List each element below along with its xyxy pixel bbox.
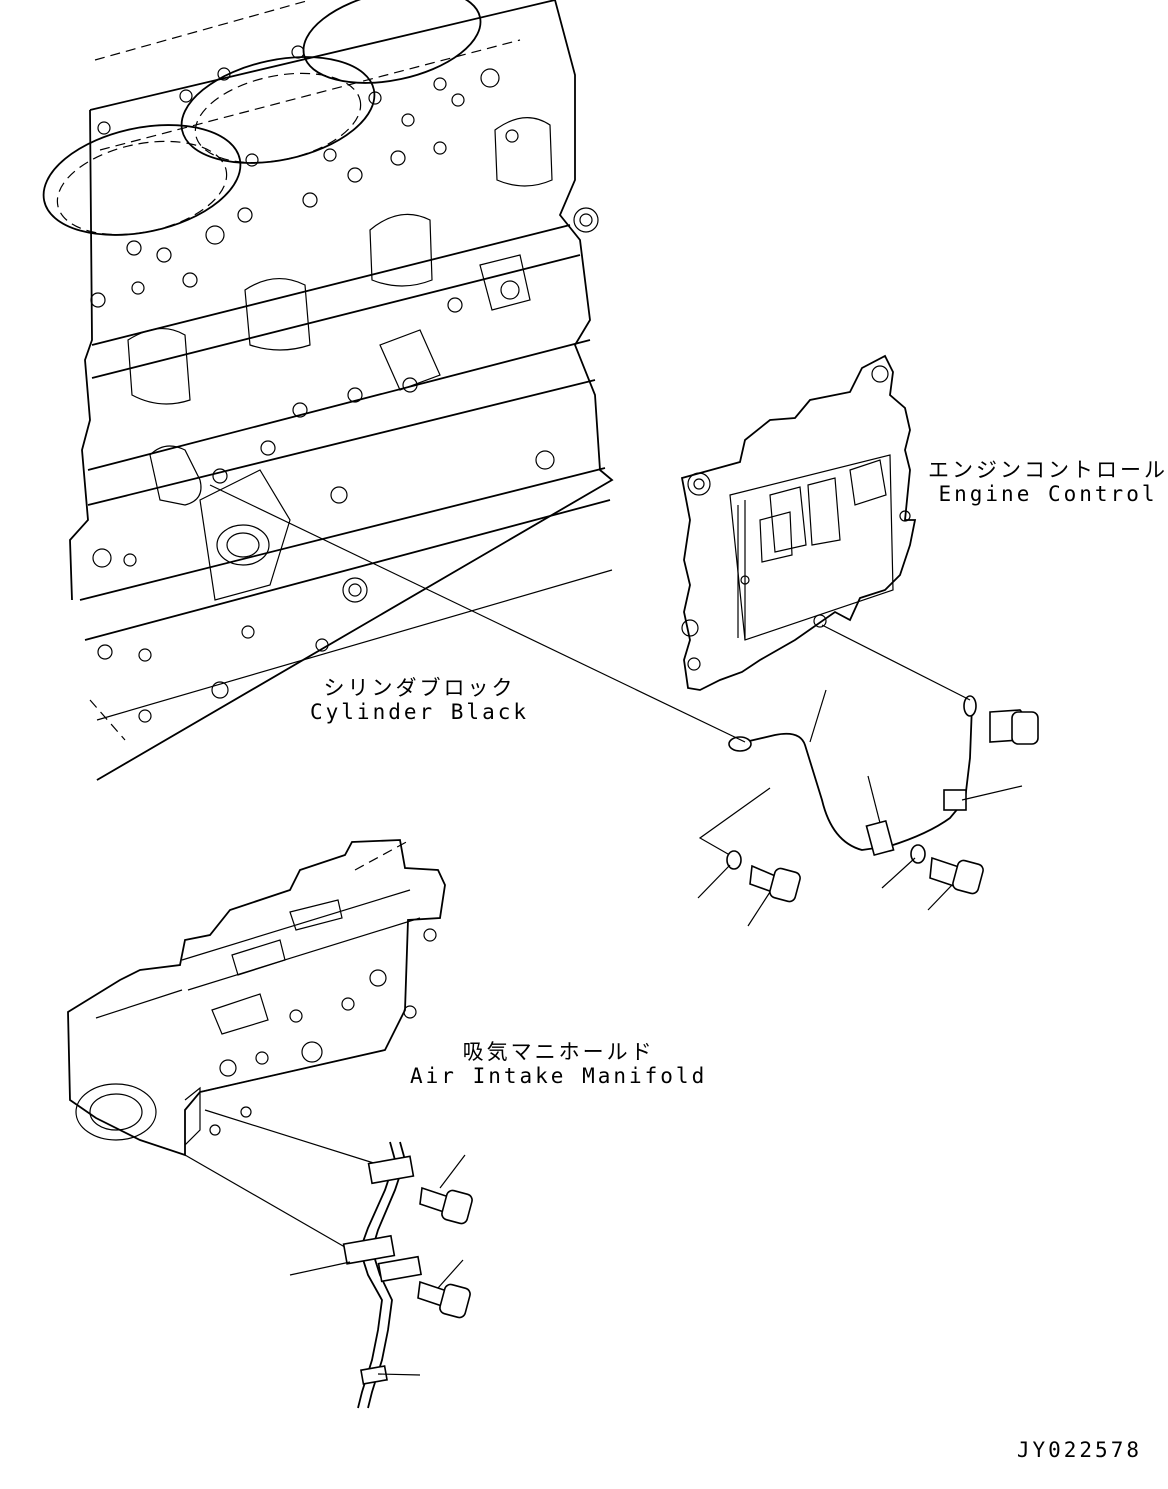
cylinder-block-label-en: Cylinder Black <box>310 700 530 724</box>
bolt-right <box>929 856 984 895</box>
engine-control-module <box>680 354 917 691</box>
engine-control-label: エンジンコントロール Engine Control <box>928 458 1168 506</box>
air-intake-manifold-label-jp: 吸気マニホールド <box>462 1040 655 1064</box>
deck-holes <box>90 45 519 308</box>
air-intake-manifold-label: 吸気マニホールド Air Intake Manifold <box>410 1040 707 1088</box>
harness-clamp-assembly <box>184 1109 473 1409</box>
air-intake-manifold <box>67 839 446 1157</box>
figure-code: JY022578 <box>1016 1438 1142 1462</box>
bolt-left <box>749 864 801 903</box>
engine-control-label-en: Engine Control <box>938 482 1158 506</box>
bolt-ecm <box>989 709 1039 745</box>
ground-wire-assembly <box>209 484 1039 927</box>
cylinder-block <box>42 0 614 781</box>
air-intake-manifold-label-en: Air Intake Manifold <box>410 1064 708 1088</box>
cylinder-block-label-jp: シリンダブロック <box>323 676 516 700</box>
bolt-upper <box>419 1186 473 1225</box>
cylinder-block-label: シリンダブロック Cylinder Black <box>310 676 529 724</box>
engine-control-label-jp: エンジンコントロール <box>928 458 1168 482</box>
bolt-lower <box>417 1280 471 1319</box>
